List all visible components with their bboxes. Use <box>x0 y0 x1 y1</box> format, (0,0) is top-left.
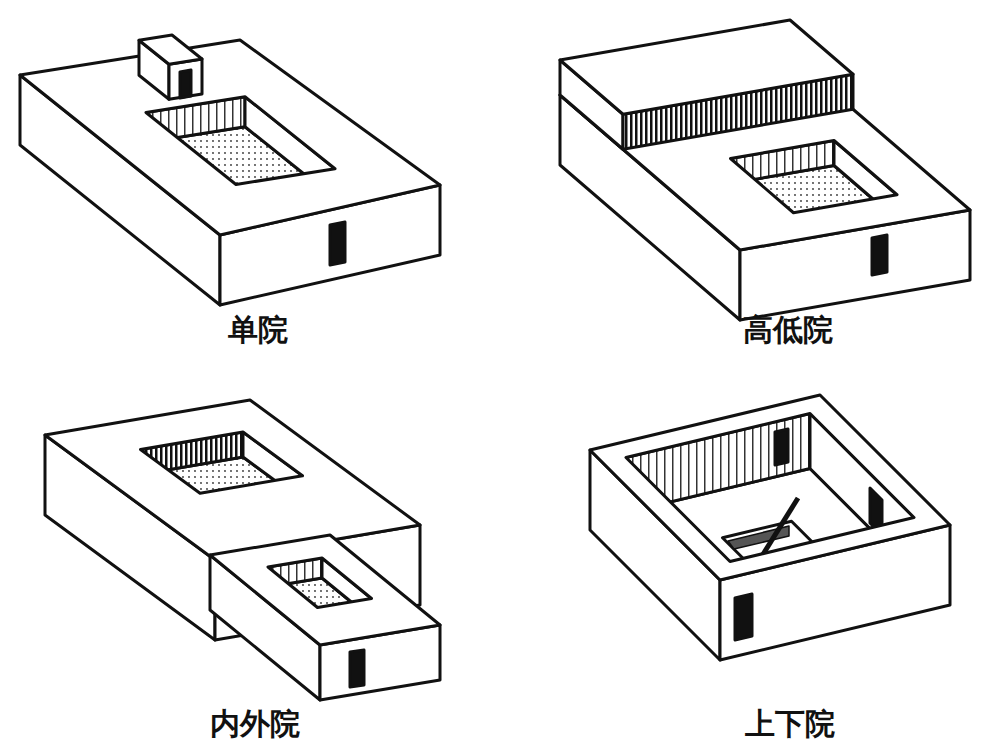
caption-label: 内外院 <box>210 706 300 742</box>
upper-lower-courtyard-sketch <box>590 395 950 660</box>
caption-label: 高低院 <box>743 312 833 348</box>
inner-outer-courtyard-sketch <box>45 400 440 700</box>
caption-label: 上下院 <box>745 706 835 742</box>
high-low-courtyard-sketch <box>560 20 970 320</box>
caption-label: 单院 <box>228 312 288 348</box>
single-courtyard-sketch <box>20 35 440 305</box>
